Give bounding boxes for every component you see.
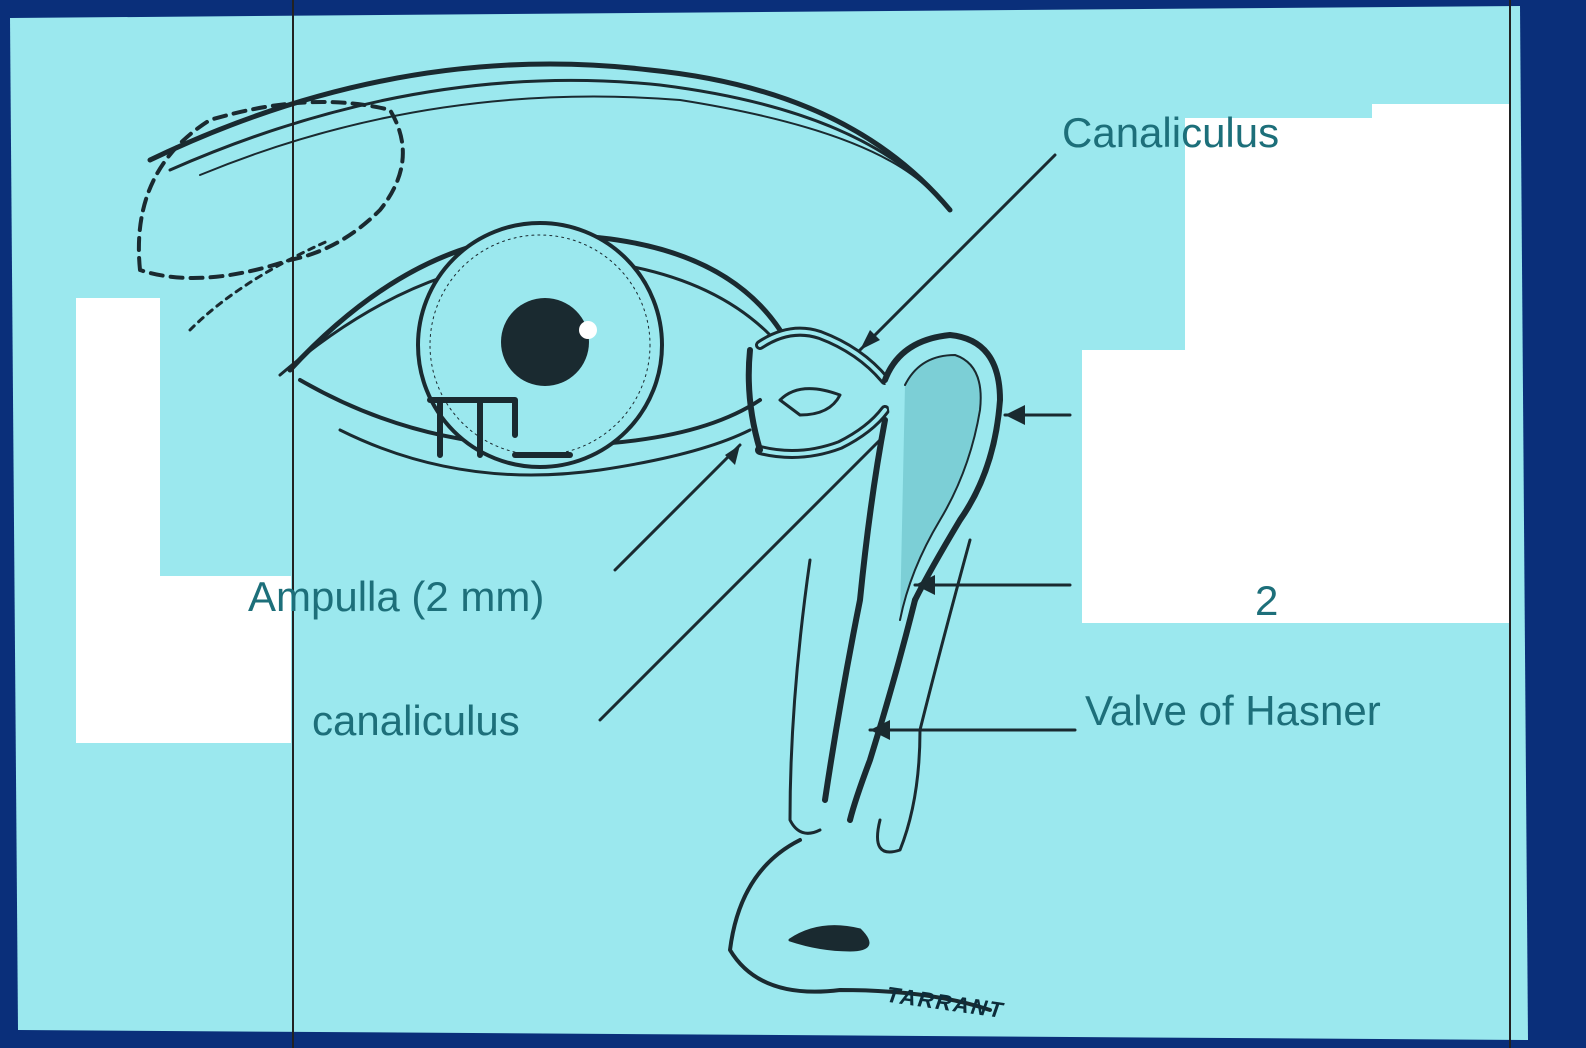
white-block-right-mid <box>1372 104 1510 124</box>
white-block-right-bottom <box>1082 350 1510 623</box>
frame-line-right <box>1509 0 1511 1048</box>
label-valve-of-hasner: Valve of Hasner <box>1085 690 1381 732</box>
label-number-two: 2 <box>1255 580 1278 622</box>
label-canaliculus: Canaliculus <box>1062 112 1279 154</box>
pupil <box>501 298 589 386</box>
label-ampulla: Ampulla (2 mm) <box>248 576 544 618</box>
frame-line-left <box>292 0 294 1048</box>
label-common-canaliculus: canaliculus <box>312 700 520 742</box>
